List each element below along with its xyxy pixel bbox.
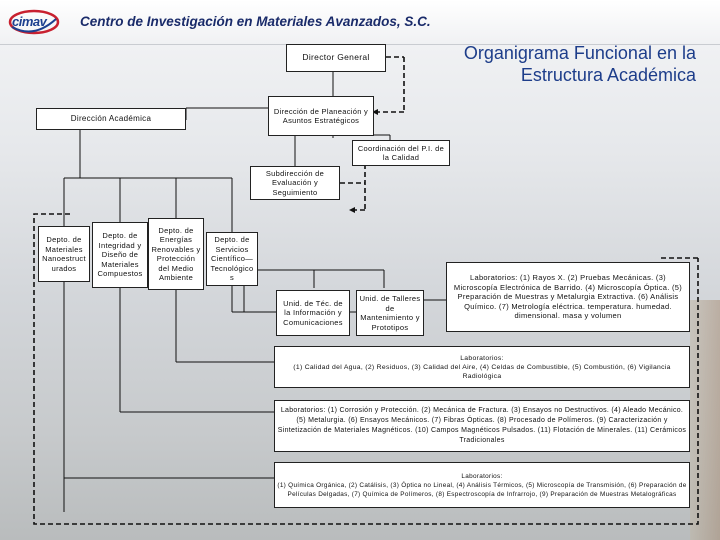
- node-label: Dirección de Planeación y Asuntos Estrat…: [273, 106, 369, 126]
- node-unid-talleres: Unid. de Talleres de Mantenimiento y Pro…: [356, 290, 424, 336]
- node-director-general: Director General: [286, 44, 386, 72]
- cimav-logo-icon: [8, 9, 60, 35]
- page-title: Organigrama Funcional en la Estructura A…: [463, 43, 696, 85]
- node-coordinacion-calidad: Coordinación del P.I. de la Calidad: [352, 140, 450, 166]
- labs-text: Laboratorios: (1) Corrosión y Protección…: [277, 407, 687, 444]
- labs-text: Laboratorios: (1) Rayos X. (2) Pruebas M…: [453, 273, 683, 321]
- node-depto-integridad-diseno: Depto. de Integridad y Diseño de Materia…: [92, 222, 148, 288]
- node-label: Depto. de Servicios Científico—Tecnológi…: [210, 235, 254, 283]
- node-label: Director General: [302, 52, 370, 63]
- node-depto-materiales-nanoestructurados: Depto. de Materiales Nanoestruct urados: [38, 226, 90, 282]
- header-bar: cimav Centro de Investigación en Materia…: [0, 0, 720, 45]
- background-building: [690, 300, 720, 540]
- labs-servicios-cientifico: Laboratorios: (1) Rayos X. (2) Pruebas M…: [446, 262, 690, 332]
- node-label: Depto. de Materiales Nanoestruct urados: [42, 235, 86, 273]
- node-label: Depto. de Energías Renovables y Protecci…: [151, 225, 201, 283]
- node-label: Unid. de Téc. de la Información y Comuni…: [283, 298, 343, 327]
- labs-text: (1) Química Orgánica, (2) Catálisis, (3)…: [277, 481, 687, 498]
- labs-materiales-nanoestructurados: Laboratorios: (1) Química Orgánica, (2) …: [274, 462, 690, 508]
- labs-integridad-diseno: Laboratorios: (1) Corrosión y Protección…: [274, 400, 690, 452]
- node-label: Coordinación del P.I. de la Calidad: [357, 143, 445, 163]
- node-depto-servicios-cientifico: Depto. de Servicios Científico—Tecnológi…: [206, 232, 258, 286]
- node-direccion-academica: Dirección Académica: [36, 108, 186, 130]
- organization-name: Centro de Investigación en Materiales Av…: [80, 14, 431, 29]
- labs-text: (1) Calidad del Agua, (2) Residuos, (3) …: [293, 363, 671, 380]
- labs-title: Laboratorios:: [460, 354, 504, 362]
- node-subdireccion-evaluacion: Subdirección de Evaluación y Seguimiento: [250, 166, 340, 200]
- node-label: Dirección Académica: [70, 114, 152, 124]
- logo-text: cimav: [12, 14, 47, 29]
- node-depto-energias-renovables: Depto. de Energías Renovables y Protecci…: [148, 218, 204, 290]
- node-direccion-planeacion: Dirección de Planeación y Asuntos Estrat…: [268, 96, 374, 136]
- labs-energias-renovables: Laboratorios: (1) Calidad del Agua, (2) …: [274, 346, 690, 388]
- node-unid-tecnologias-informacion: Unid. de Téc. de la Información y Comuni…: [276, 290, 350, 336]
- node-label: Depto. de Integridad y Diseño de Materia…: [97, 231, 143, 279]
- node-label: Unid. de Talleres de Mantenimiento y Pro…: [359, 294, 421, 332]
- labs-title: Laboratorios:: [461, 472, 503, 480]
- node-label: Subdirección de Evaluación y Seguimiento: [265, 168, 325, 197]
